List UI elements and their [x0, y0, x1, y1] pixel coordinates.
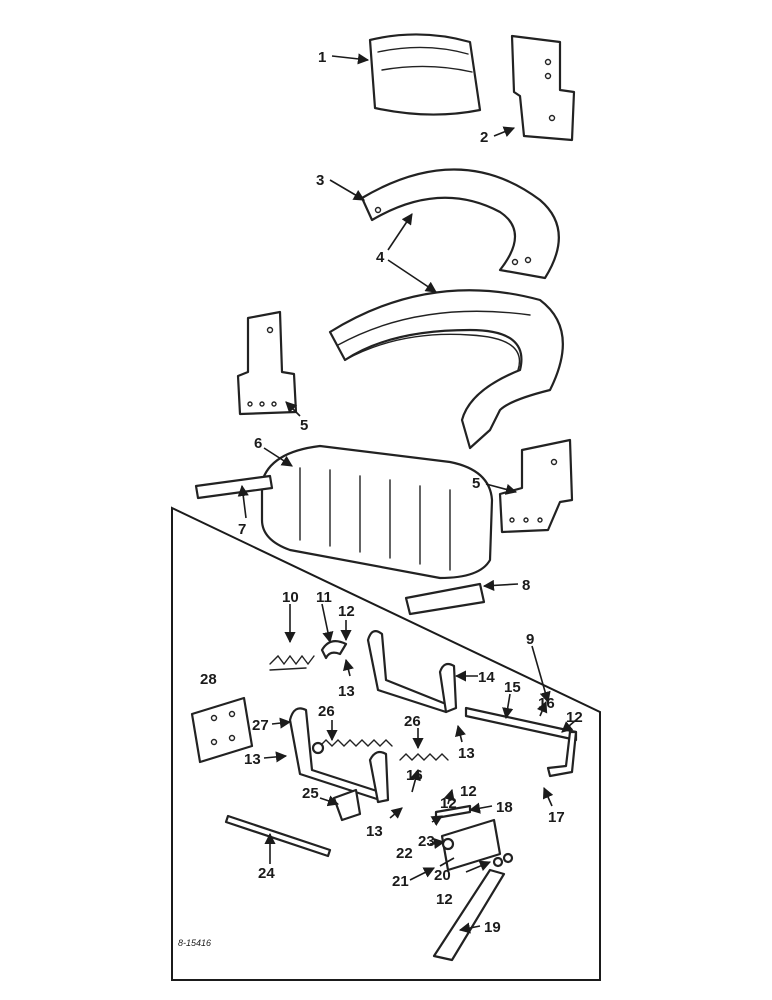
back-cushion-part: [368, 33, 482, 116]
lever-part-27: [288, 707, 390, 804]
callout-12-b: 12: [566, 709, 583, 726]
callout-13-d: 13: [366, 823, 383, 840]
side-bracket-left-part: [236, 310, 298, 416]
callout-11: 11: [316, 589, 332, 606]
callout-5-lower: 5: [472, 475, 480, 492]
rod-part-15: [464, 706, 578, 778]
callout-16-a: 16: [538, 695, 555, 712]
callout-26-a: 26: [318, 703, 335, 720]
callout-8: 8: [522, 577, 530, 594]
callout-17: 17: [548, 809, 565, 826]
callout-13-b: 13: [244, 751, 261, 768]
callout-12-e: 12: [436, 891, 453, 908]
callout-12-d: 12: [460, 783, 477, 800]
callout-19: 19: [484, 919, 501, 936]
bracket-part-25: [332, 788, 362, 822]
spring-part-10: [269, 654, 315, 671]
reference-code: 8-15416: [178, 938, 211, 948]
callout-25: 25: [302, 785, 319, 802]
leader-lines: [237, 53, 577, 934]
strap-part-19: [432, 868, 506, 962]
callout-27: 27: [252, 717, 269, 734]
callout-15: 15: [504, 679, 521, 696]
callout-16-b: 16: [406, 767, 423, 784]
callout-13-c: 13: [458, 745, 475, 762]
lever-part-14: [366, 630, 458, 714]
callout-23: 23: [418, 833, 435, 850]
back-band-part: [360, 168, 560, 280]
callout-5-upper: 5: [300, 417, 308, 434]
callout-14: 14: [478, 669, 495, 686]
callout-2: 2: [480, 129, 488, 146]
strip-part-8: [404, 582, 486, 616]
callout-4: 4: [376, 249, 385, 266]
callout-21: 21: [392, 873, 409, 890]
strip-part-7: [194, 474, 274, 500]
callout-6: 6: [254, 435, 262, 452]
callout-28: 28: [200, 671, 217, 688]
callout-22: 22: [396, 845, 413, 862]
clip-part-11: [320, 639, 348, 660]
callout-24: 24: [258, 865, 275, 882]
callout-20: 20: [434, 867, 451, 884]
side-bracket-right-part: [498, 438, 574, 534]
seat-cushion-part: [260, 444, 494, 580]
callout-10: 10: [282, 589, 299, 606]
callout-labels: 1 2 3 4 5 5 6 7 8 9 10 11 12 12 12 12 12…: [200, 49, 583, 936]
callout-26-b: 26: [404, 713, 421, 730]
callout-18: 18: [496, 799, 513, 816]
callout-3: 3: [316, 172, 324, 189]
callout-1: 1: [318, 49, 326, 66]
plate-part-28: [190, 696, 254, 764]
assembly-frame: [171, 506, 601, 981]
spring-part-26: [311, 739, 449, 761]
callout-12-a: 12: [338, 603, 355, 620]
callout-13-a: 13: [338, 683, 355, 700]
horseshoe-backrest-part: [328, 289, 564, 450]
pin-parts-18-23: [434, 804, 514, 872]
back-bracket-part: [510, 34, 576, 142]
callout-9: 9: [526, 631, 534, 648]
callout-7: 7: [238, 521, 246, 538]
rod-part-24: [224, 814, 332, 858]
callout-12-c: 12: [440, 795, 457, 812]
